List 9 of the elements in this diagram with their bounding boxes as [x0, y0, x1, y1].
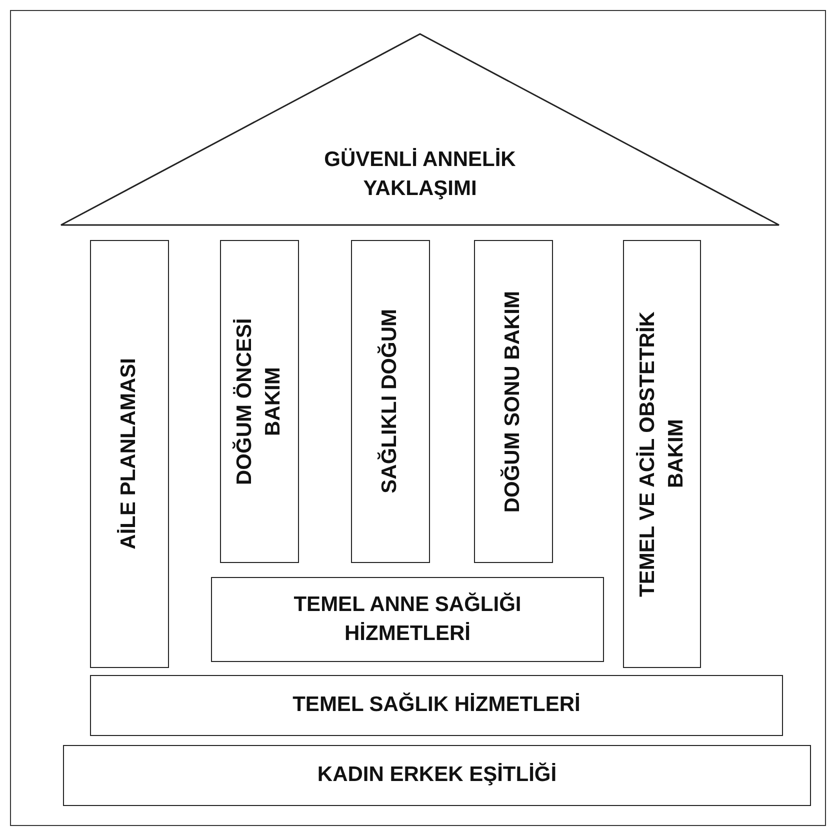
pillar-box: DOĞUM ÖNCESİ BAKIM	[220, 240, 299, 563]
foundation-box: TEMEL ANNE SAĞLIĞI HİZMETLERİ	[211, 577, 604, 662]
pillar-box: TEMEL VE ACİL OBSTETRİK BAKIM	[623, 240, 701, 668]
pillar-box: DOĞUM SONU BAKIM	[474, 240, 553, 563]
foundation-box: TEMEL SAĞLIK HİZMETLERİ	[90, 675, 783, 736]
pillar-box: AİLE PLANLAMASI	[90, 240, 169, 668]
pillar-box: SAĞLIKLI DOĞUM	[351, 240, 430, 563]
base-box: KADIN ERKEK EŞİTLİĞİ	[63, 745, 811, 806]
roof-label: GÜVENLİ ANNELİK YAKLAŞIMI	[323, 147, 517, 202]
